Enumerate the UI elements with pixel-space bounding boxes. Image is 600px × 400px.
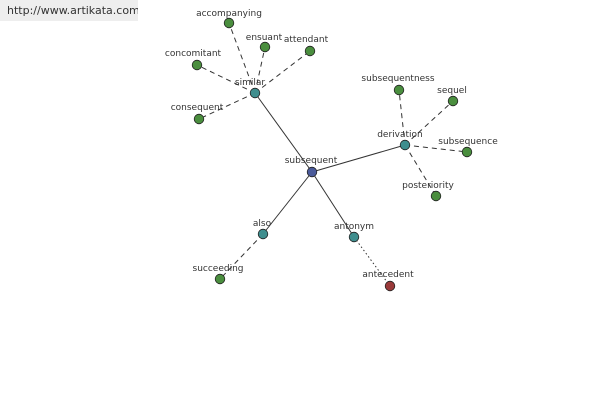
edge-subsequent-similar — [254, 92, 313, 173]
edge-similar-attendant — [254, 50, 311, 94]
node-ensuant[interactable] — [259, 41, 271, 53]
node-sequel[interactable] — [447, 95, 459, 107]
edge-similar-consequent — [198, 92, 256, 120]
node-consequent[interactable] — [193, 113, 205, 125]
label-sequel[interactable]: sequel — [437, 86, 467, 96]
node-posteriority[interactable] — [430, 190, 442, 202]
edge-derivation-subsequence — [404, 144, 468, 153]
edge-subsequent-antonym — [311, 171, 355, 238]
node-also[interactable] — [257, 228, 269, 240]
node-subsequentness[interactable] — [393, 84, 405, 96]
edge-similar-concomitant — [196, 64, 256, 94]
label-accompanying[interactable]: accompanying — [196, 9, 262, 19]
node-subsequent[interactable] — [306, 166, 318, 178]
node-succeeding[interactable] — [214, 273, 226, 285]
edge-similar-accompanying — [228, 22, 256, 94]
node-accompanying[interactable] — [223, 17, 235, 29]
edge-derivation-posteriority — [404, 144, 437, 197]
label-antonym[interactable]: antonym — [334, 222, 374, 232]
label-similar[interactable]: similar — [235, 78, 265, 88]
label-antecedent[interactable]: antecedent — [362, 270, 414, 280]
label-succeeding[interactable]: succeeding — [193, 264, 244, 274]
label-attendant[interactable]: attendant — [284, 35, 329, 45]
nodes-layer — [191, 17, 473, 292]
edge-subsequent-derivation — [311, 144, 406, 173]
label-also[interactable]: also — [253, 219, 272, 229]
edge-subsequent-also — [262, 171, 313, 235]
node-similar[interactable] — [249, 87, 261, 99]
label-subsequent[interactable]: subsequent — [285, 156, 338, 166]
node-antonym[interactable] — [348, 231, 360, 243]
edge-also-succeeding — [219, 233, 264, 280]
label-subsequentness[interactable]: subsequentness — [361, 74, 434, 84]
edge-derivation-subsequentness — [398, 89, 406, 146]
label-posteriority[interactable]: posteriority — [402, 181, 454, 191]
edge-derivation-sequel — [404, 100, 454, 146]
node-concomitant[interactable] — [191, 59, 203, 71]
edge-similar-ensuant — [254, 46, 266, 94]
node-subsequence[interactable] — [461, 146, 473, 158]
label-ensuant[interactable]: ensuant — [246, 33, 283, 43]
edges-layer — [196, 22, 468, 287]
label-consequent[interactable]: consequent — [171, 103, 224, 113]
labels-layer: subsequent similar derivation also antonym ac… — [165, 9, 498, 280]
node-antecedent[interactable] — [384, 280, 396, 292]
label-subsequence[interactable]: subsequence — [438, 137, 498, 147]
source-url-banner[interactable]: http://www.artikata.com — [0, 0, 138, 21]
label-concomitant[interactable]: concomitant — [165, 49, 222, 59]
label-derivation[interactable]: derivation — [377, 130, 423, 140]
node-derivation[interactable] — [399, 139, 411, 151]
node-attendant[interactable] — [304, 45, 316, 57]
